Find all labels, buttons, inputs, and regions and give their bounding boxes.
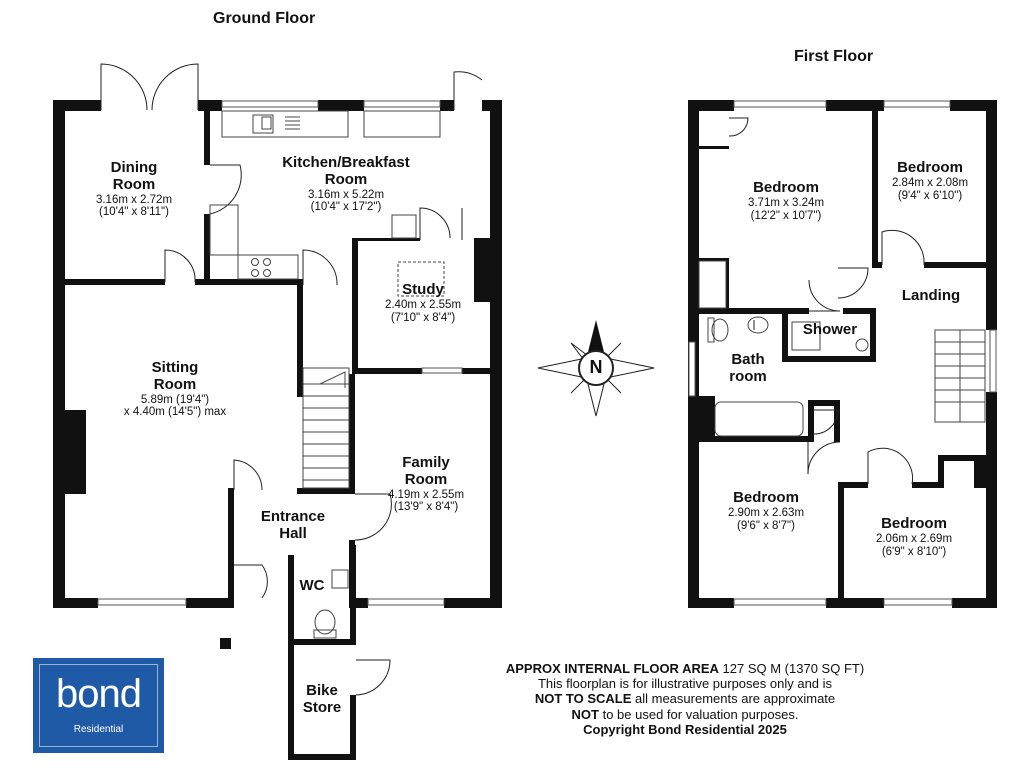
not-to-scale-text: NOT TO SCALE — [534, 691, 632, 707]
room-name: Bike — [306, 682, 338, 699]
floor-area-value: 127 SQ M (1370 SQ FT) — [722, 661, 865, 676]
room-name: Room — [112, 175, 156, 193]
walls — [53, 100, 997, 760]
room-kitchen: Kitchen/Breakfast Room 3.16m x 5.22m (10… — [256, 154, 436, 214]
logo-subtitle: Residential — [73, 724, 124, 735]
room-name: Shower — [802, 321, 858, 338]
room-landing: Landing — [886, 287, 976, 305]
room-dimensions-imperial: (10'4" x 8'11") — [99, 206, 169, 219]
room-name: Sitting — [151, 359, 199, 376]
windows — [97, 100, 997, 606]
floor-area-line: APPROX INTERNAL FLOOR AREA 127 SQ M (137… — [500, 661, 870, 676]
room-shower: Shower — [790, 321, 870, 339]
room-name: Room — [153, 375, 197, 393]
room-bedroom-1: Bedroom 3.71m x 3.24m (12'2" x 10'7") — [728, 179, 844, 223]
room-dimensions-imperial: (7'10" x 8'4") — [390, 311, 456, 324]
room-name: Room — [324, 170, 368, 188]
room-dimensions: 5.89m (19'4") — [140, 393, 210, 406]
room-name: Kitchen/Breakfast — [282, 154, 410, 171]
room-bathroom: Bath room — [716, 351, 780, 386]
disclaimer-line: This floorplan is for illustrative purpo… — [537, 676, 833, 692]
compass-icon — [537, 320, 655, 417]
room-name: Bedroom — [753, 179, 819, 196]
fixtures — [209, 110, 986, 639]
room-dimensions-imperial: (9'6" x 8'7") — [737, 519, 795, 532]
disclaimer-text: to be used for valuation purposes. — [598, 706, 799, 722]
room-sitting: Sitting Room 5.89m (19'4") x 4.40m (14'5… — [100, 359, 250, 419]
floor-area-notes: APPROX INTERNAL FLOOR AREA 127 SQ M (137… — [500, 661, 870, 737]
first-floor-title: First Floor — [794, 48, 874, 65]
room-name: Bath — [731, 351, 765, 368]
room-dimensions-imperial: (6'9" x 8'10") — [881, 545, 947, 558]
room-bike-store: Bike Store — [294, 682, 350, 717]
room-bedroom-3: Bedroom 2.90m x 2.63m (9'6" x 8'7") — [708, 489, 824, 533]
room-name: Study — [402, 281, 444, 298]
room-name: Entrance — [260, 508, 326, 525]
disclaimer-line: NOT to be used for valuation purposes. — [500, 707, 870, 722]
floor-area-label: APPROX INTERNAL FLOOR AREA — [505, 661, 719, 676]
ground-floor-title: Ground Floor — [213, 10, 316, 27]
room-dimensions: 2.90m x 2.63m — [727, 506, 805, 519]
room-name: Landing — [901, 287, 961, 304]
room-dimensions: 2.40m x 2.55m — [384, 298, 462, 311]
room-wc: WC — [294, 577, 330, 595]
room-dimensions-imperial: (12'2" x 10'7") — [750, 209, 822, 222]
room-entrance-hall: Entrance Hall — [248, 508, 338, 543]
room-dimensions: 3.16m x 5.22m — [307, 188, 385, 201]
room-dimensions-imperial: (9'4" x 6'10") — [897, 189, 963, 202]
room-dimensions: 4.19m x 2.55m — [387, 488, 465, 501]
room-name: Store — [302, 698, 342, 716]
room-dimensions-imperial: x 4.40m (14'5") max — [123, 406, 227, 419]
room-dimensions: 2.06m x 2.69m — [875, 532, 953, 545]
room-name: Family — [402, 454, 450, 471]
copyright-text: Copyright Bond Residential 2025 — [583, 721, 787, 737]
room-bedroom-2: Bedroom 2.84m x 2.08m (9'4" x 6'10") — [878, 159, 982, 203]
room-dimensions-imperial: (13'9" x 8'4") — [393, 501, 459, 514]
room-family: Family Room 4.19m x 2.55m (13'9" x 8'4") — [370, 454, 482, 514]
room-name: WC — [299, 577, 325, 594]
not-text: NOT — [571, 706, 599, 722]
room-study: Study 2.40m x 2.55m (7'10" x 8'4") — [368, 281, 478, 325]
room-name: Bedroom — [733, 489, 799, 506]
logo-frame — [39, 664, 158, 747]
room-name: Dining — [110, 159, 158, 176]
room-name: room — [729, 367, 767, 385]
room-name: Room — [404, 470, 448, 488]
room-bedroom-4: Bedroom 2.06m x 2.69m (6'9" x 8'10") — [858, 515, 970, 559]
compass-north-letter: N — [589, 357, 603, 377]
room-dimensions: 3.71m x 3.24m — [747, 196, 825, 209]
room-dimensions: 3.16m x 2.72m — [95, 193, 173, 206]
room-name: Hall — [279, 524, 307, 542]
room-dining: Dining Room 3.16m x 2.72m (10'4" x 8'11"… — [74, 159, 194, 219]
doors — [100, 63, 925, 696]
room-dimensions-imperial: (10'4" x 17'2") — [310, 201, 382, 214]
bond-residential-logo: bond Residential — [33, 658, 164, 753]
disclaimer-line: NOT TO SCALE all measurements are approx… — [500, 691, 870, 706]
room-name: Bedroom — [881, 515, 947, 532]
room-dimensions: 2.84m x 2.08m — [891, 176, 969, 189]
room-name: Bedroom — [897, 159, 963, 176]
logo-wordmark: bond — [56, 672, 142, 716]
disclaimer-text: all measurements are approximate — [631, 691, 836, 707]
